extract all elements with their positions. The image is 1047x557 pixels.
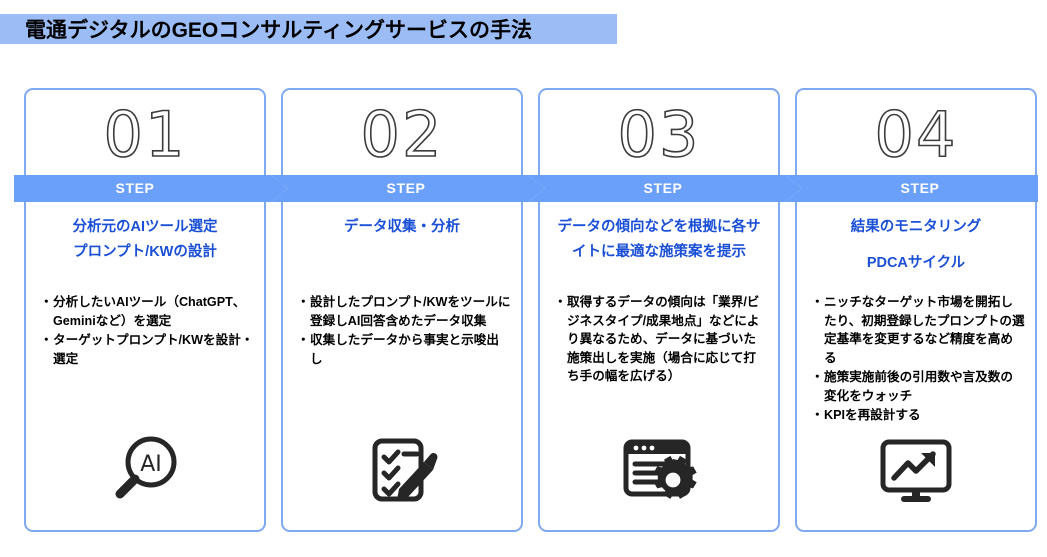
checklist-pencil-icon [283,422,521,508]
step-headline-02: データ収集・分析 [291,215,513,240]
steps-container: 01 分析元のAIツール選定 プロンプト/KWの設計 ・ 分析したいAIツール（… [0,88,1047,534]
bullet-text: 設計したプロンプト/KWをツールに登録しAI回答含めたデータ収集 [310,295,511,328]
bullet-marker: ・ [297,333,310,347]
headline-line: 分析元のAIツール選定 [72,219,218,235]
bullet-marker: ・ [811,295,824,309]
bullet-marker: ・ [811,370,824,384]
headline-line: データの傾向などを根拠に各サ [557,219,761,235]
list-item: ・ ニッチなターゲット市場を開拓したり、初期登録したプロンプトの選定基準を変更す… [811,293,1025,367]
step-bullets-01: ・ 分析したいAIツール（ChatGPT、Geminiなど）を選定 ・ ターゲッ… [40,293,254,369]
svg-text:AI: AI [140,452,162,477]
step-label: STEP [386,180,426,196]
list-item: ・ 施策実施前後の引用数や言及数の変化をウォッチ [811,368,1025,405]
bullet-marker: ・ [297,295,310,309]
step-banner-strip: STEP STEP STEP STEP [14,175,1038,202]
list-item: ・ 収集したデータから事実と示唆出し [297,331,511,368]
step-number-03: 03 [617,98,701,171]
bullet-marker: ・ [554,295,567,309]
bullet-text: ニッチなターゲット市場を開拓したり、初期登録したプロンプトの選定基準を変更するな… [824,295,1025,365]
list-item: ・ 設計したプロンプト/KWをツールに登録しAI回答含めたデータ収集 [297,293,511,330]
step-label: STEP [900,180,940,196]
step-banner-01: STEP [14,175,288,202]
bullet-marker: ・ [811,408,824,422]
step-bullets-04: ・ ニッチなターゲット市場を開拓したり、初期登録したプロンプトの選定基準を変更す… [811,293,1025,426]
headline-line: イトに最適な施策案を提示 [572,244,746,260]
bullet-text: 施策実施前後の引用数や言及数の変化をウォッチ [824,370,1013,403]
step-number-02: 02 [360,98,444,171]
bullet-text: ターゲットプロンプト/KWを設計・選定 [53,333,254,366]
step-number-04: 04 [874,98,958,171]
step-headline-03: データの傾向などを根拠に各サ イトに最適な施策案を提示 [548,215,770,265]
bullet-marker: ・ [40,333,53,347]
step-card-01[interactable]: 01 分析元のAIツール選定 プロンプト/KWの設計 ・ 分析したいAIツール（… [24,88,266,532]
monitor-trend-icon [797,422,1035,508]
title-highlight-band [0,14,617,44]
headline-line: データ収集・分析 [344,219,460,235]
step-banner-03: STEP [528,175,802,202]
headline-line: プロンプト/KWの設計 [73,244,217,260]
step-bullets-03: ・ 取得するデータの傾向は「業界/ビジネスタイプ/成果地点」などにより異なるため… [554,293,768,387]
list-item: ・ 分析したいAIツール（ChatGPT、Geminiなど）を選定 [40,293,254,330]
magnifier-ai-icon: AI [26,422,264,508]
step-headline-01: 分析元のAIツール選定 プロンプト/KWの設計 [34,215,256,265]
step-headline-04: 結果のモニタリング PDCAサイクル [805,215,1027,276]
bullet-text: KPIを再設計する [824,408,921,422]
bullet-text: 分析したいAIツール（ChatGPT、Geminiなど）を選定 [53,295,246,328]
list-item: ・ ターゲットプロンプト/KWを設計・選定 [40,331,254,368]
step-banner-04: STEP [785,175,1038,202]
page-title: 電通デジタルのGEOコンサルティングサービスの手法 [25,19,532,42]
step-label: STEP [643,180,683,196]
bullet-text: 取得するデータの傾向は「業界/ビジネスタイプ/成果地点」などにより異なるため、デ… [567,295,760,383]
step-card-04[interactable]: 04 結果のモニタリング PDCAサイクル ・ ニッチなターゲット市場を開拓した… [795,88,1037,532]
headline-line: PDCAサイクル [866,255,966,271]
headline-line: 結果のモニタリング [850,219,982,235]
step-card-02[interactable]: 02 データ収集・分析 ・ 設計したプロンプト/KWをツールに登録しAI回答含め… [281,88,523,532]
step-card-03[interactable]: 03 データの傾向などを根拠に各サ イトに最適な施策案を提示 ・ 取得するデータ… [538,88,780,532]
browser-gear-icon [540,422,778,508]
bullet-text: 収集したデータから事実と示唆出し [310,333,499,366]
title-block: 電通デジタルのGEOコンサルティングサービスの手法 [0,12,1047,58]
step-number-01: 01 [103,98,187,171]
bullet-marker: ・ [40,295,53,309]
step-bullets-02: ・ 設計したプロンプト/KWをツールに登録しAI回答含めたデータ収集 ・ 収集し… [297,293,511,369]
step-label: STEP [115,180,155,196]
step-banner-02: STEP [271,175,545,202]
list-item: ・ KPIを再設計する [811,406,1025,425]
list-item: ・ 取得するデータの傾向は「業界/ビジネスタイプ/成果地点」などにより異なるため… [554,293,768,386]
